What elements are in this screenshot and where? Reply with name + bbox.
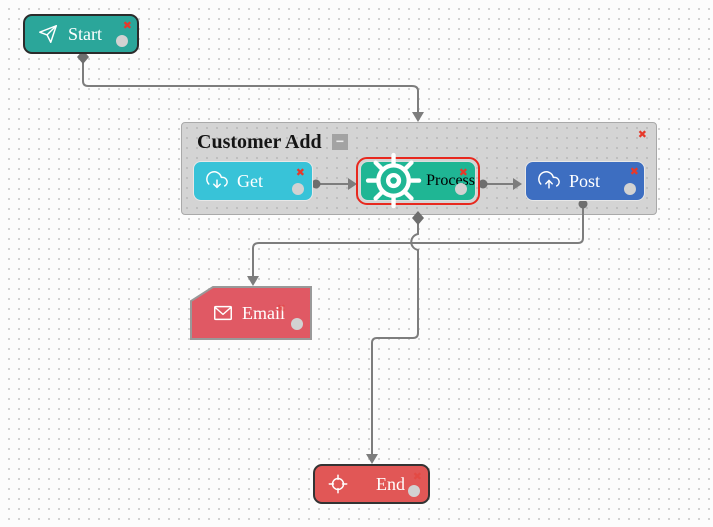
- arrowhead-into-end: [366, 454, 378, 464]
- close-icon[interactable]: ✖: [276, 302, 286, 315]
- node-label: Get: [237, 170, 263, 191]
- group-title: Customer Add: [197, 131, 322, 153]
- node-label: Start: [68, 23, 102, 44]
- cloud-upload-icon: [538, 171, 560, 189]
- selection-ring: Process ✖: [356, 153, 480, 209]
- node-label: Email: [242, 302, 285, 323]
- envelope-icon: [214, 305, 232, 321]
- close-icon[interactable]: ✖: [458, 166, 468, 179]
- output-port[interactable]: [116, 35, 128, 47]
- output-port[interactable]: [455, 183, 467, 195]
- arrowhead-into-post: [513, 178, 522, 190]
- arrowhead-into-process: [348, 178, 357, 190]
- node-get[interactable]: Get ✖: [193, 161, 313, 201]
- collapse-button[interactable]: −: [332, 134, 348, 150]
- cloud-download-icon: [206, 171, 228, 189]
- output-port[interactable]: [624, 183, 636, 195]
- email-node-shape: [190, 286, 312, 340]
- close-icon[interactable]: ✖: [295, 166, 305, 179]
- connection-start-to-group[interactable]: [82, 57, 419, 114]
- connection-post-to-email[interactable]: [252, 204, 584, 278]
- connection-process-to-end[interactable]: [371, 219, 419, 456]
- output-port[interactable]: [408, 485, 420, 497]
- node-email[interactable]: Email ✖: [190, 286, 312, 340]
- close-icon[interactable]: ✖: [122, 19, 132, 32]
- paper-plane-icon: [39, 25, 57, 43]
- source-marker-get[interactable]: [311, 179, 321, 189]
- arrowhead-into-email: [247, 276, 259, 286]
- close-icon[interactable]: ✖: [412, 470, 422, 483]
- close-icon[interactable]: ✖: [629, 165, 639, 178]
- arrowhead-into-group: [412, 112, 424, 122]
- node-end[interactable]: End ✖: [313, 464, 430, 504]
- close-icon[interactable]: ✖: [637, 128, 647, 141]
- node-label: End: [376, 473, 405, 494]
- gear-icon: [365, 153, 422, 209]
- source-marker-process-out[interactable]: [478, 179, 488, 189]
- node-post[interactable]: Post ✖: [525, 161, 645, 201]
- node-label: Post: [569, 170, 601, 191]
- source-marker-process-bottom[interactable]: [412, 211, 424, 225]
- crosshair-icon: [328, 474, 348, 494]
- output-port[interactable]: [291, 318, 303, 330]
- source-marker-post-bottom[interactable]: [578, 199, 588, 209]
- node-start[interactable]: Start ✖: [23, 14, 139, 54]
- node-process[interactable]: Process ✖: [360, 153, 476, 209]
- output-port[interactable]: [292, 183, 304, 195]
